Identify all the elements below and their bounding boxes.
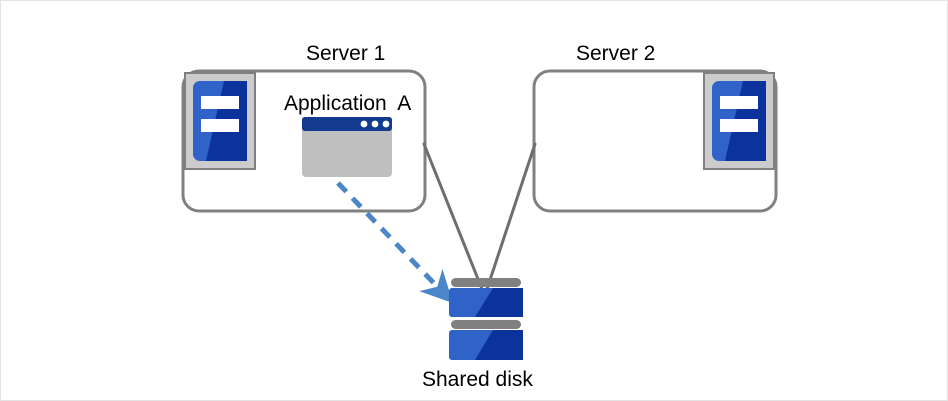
app-window-icon bbox=[302, 117, 392, 177]
server1-label: Server 1 bbox=[306, 42, 386, 65]
dashed-arrow-app-to-disk bbox=[336, 181, 454, 304]
server-icon bbox=[703, 72, 775, 170]
connector-server2-to-disk bbox=[485, 142, 537, 291]
server-icon bbox=[184, 72, 256, 170]
server2-label: Server 2 bbox=[576, 42, 656, 65]
disk-stack-icon bbox=[449, 278, 523, 360]
shared-disk-label: Shared disk bbox=[422, 368, 533, 391]
connector-server1-to-disk bbox=[422, 142, 484, 291]
application-label: Application A bbox=[284, 92, 412, 115]
